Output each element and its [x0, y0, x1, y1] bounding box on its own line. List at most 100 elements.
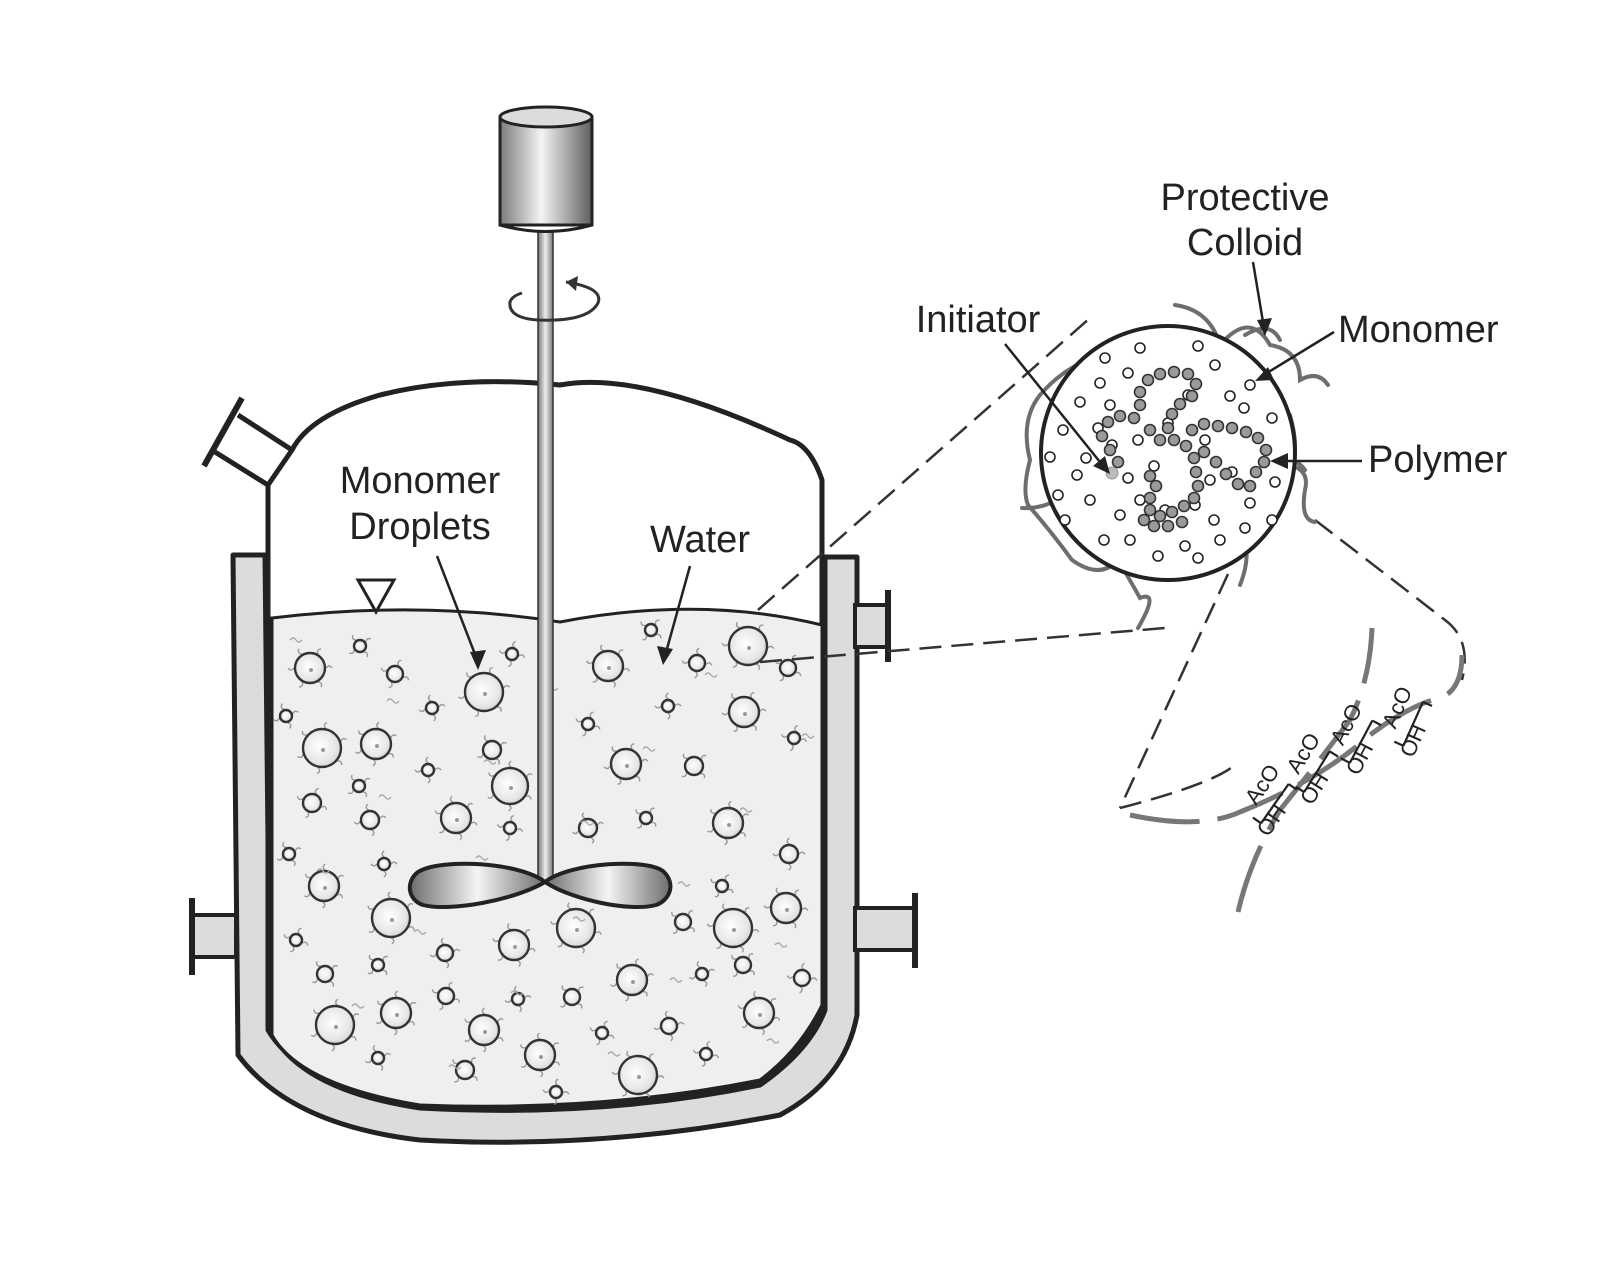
label-protective-colloid-line1: Protective [1161, 177, 1330, 219]
monomer-molecule [1134, 342, 1146, 354]
monomer-droplet [487, 760, 533, 812]
polymer-bead [1189, 465, 1203, 479]
water-molecule [669, 977, 683, 983]
monomer-droplet [496, 814, 524, 842]
monomer-droplet [575, 711, 601, 737]
water-molecule [289, 637, 303, 643]
monomer-molecule [1199, 434, 1211, 446]
monomer-molecule [1148, 460, 1160, 472]
polymer-bead [1219, 467, 1233, 481]
reactor-jacket [230, 552, 860, 1145]
polymer-bead [1133, 398, 1147, 412]
monomer-molecule [1057, 424, 1069, 436]
polymer-bead [1127, 411, 1141, 425]
monomer-molecule [1114, 509, 1126, 521]
monomer-droplet [763, 887, 809, 929]
monomer-droplet [519, 1032, 561, 1078]
monomer-droplet [710, 874, 734, 898]
monomer-droplet [589, 1020, 615, 1046]
droplet-outline [1039, 324, 1297, 582]
polymer-bead [1239, 425, 1253, 439]
label-monomer: Monomer [1338, 309, 1499, 351]
monomer-droplet [706, 903, 760, 953]
monomer-droplet [542, 1078, 570, 1106]
monomer-molecule [1044, 451, 1056, 463]
polymer-bead [1161, 421, 1175, 435]
polymer-chain [1095, 365, 1273, 533]
monomer-droplet [640, 619, 662, 641]
reactor [189, 105, 918, 1145]
polymer-bead [1153, 433, 1167, 447]
polymer-bead [1251, 431, 1265, 445]
monomer-droplet [457, 666, 511, 718]
polymer-bead [1143, 503, 1157, 517]
monomer-molecule [1192, 340, 1204, 352]
monomer-droplet [689, 961, 715, 987]
droplet-field [273, 619, 818, 1106]
monomer-molecule [1122, 367, 1134, 379]
monomer-molecule [1122, 472, 1134, 484]
polymer-bead [1173, 397, 1187, 411]
monomer-droplet [586, 644, 630, 688]
water-molecule [475, 855, 489, 861]
monomer-molecule [1080, 452, 1092, 464]
monomer-droplet [367, 891, 415, 945]
aco-group: AcO [1240, 760, 1285, 809]
jacket-nozzle-left [190, 913, 238, 959]
polymer-bead [1161, 519, 1175, 533]
monomer-droplet [464, 1007, 504, 1053]
polymer-bead [1209, 455, 1223, 469]
monomer-molecule [1134, 494, 1146, 506]
monomer-droplet [347, 774, 371, 798]
monomer-molecule [1238, 402, 1250, 414]
monomer-molecule [1059, 514, 1071, 526]
polymer-bead [1101, 415, 1115, 429]
polymer-bead [1181, 367, 1195, 381]
water-molecule [386, 698, 400, 704]
polymer-bead [1197, 417, 1211, 431]
polymer-bead [1187, 491, 1201, 505]
arrow-initiator [1004, 343, 1105, 468]
polymer-bead [1167, 365, 1181, 379]
monomer-droplet [353, 803, 387, 837]
polymer-bead [1147, 519, 1161, 533]
jacket-nozzle-right-lower [853, 906, 917, 952]
polymer-bead [1225, 421, 1239, 435]
monomer-molecule [1132, 434, 1144, 446]
label-water: Water [650, 519, 750, 561]
monomer-molecule [1104, 399, 1116, 411]
monomer-droplet [477, 735, 507, 765]
water-molecule [607, 1051, 621, 1057]
polymer-bead [1165, 505, 1179, 519]
monomer-molecule [1124, 534, 1136, 546]
motor [498, 105, 594, 233]
polymer-bead [1259, 443, 1273, 457]
monomer-droplet [653, 1010, 685, 1042]
polymer-bead [1153, 509, 1167, 523]
monomer-droplet [772, 837, 806, 871]
stirrer-shaft [537, 231, 554, 883]
polymer-bead [1197, 445, 1211, 459]
monomer-molecule [1239, 522, 1251, 534]
water-molecule [677, 881, 691, 887]
monomer-molecule [1209, 359, 1221, 371]
monomer-droplet [297, 721, 347, 775]
polymer-bead [1103, 443, 1117, 457]
rotation-arrow-icon [508, 276, 601, 322]
label-monomer-droplets-line1: Monomer [340, 460, 501, 502]
polymer-bead [1143, 423, 1157, 437]
monomer-molecule [1214, 534, 1226, 546]
monomer-droplet [681, 647, 713, 679]
monomer-droplet [429, 937, 461, 969]
monomer-molecule [1266, 412, 1278, 424]
monomer-droplet [287, 648, 333, 688]
monomer-droplet [560, 985, 584, 1009]
monomer-molecule [1269, 476, 1281, 488]
monomer-molecule [1152, 550, 1164, 562]
monomer-droplet [380, 659, 410, 689]
monomer-droplet [692, 1040, 720, 1068]
monomer-droplet [310, 998, 360, 1052]
monomer-molecule [1179, 540, 1191, 552]
